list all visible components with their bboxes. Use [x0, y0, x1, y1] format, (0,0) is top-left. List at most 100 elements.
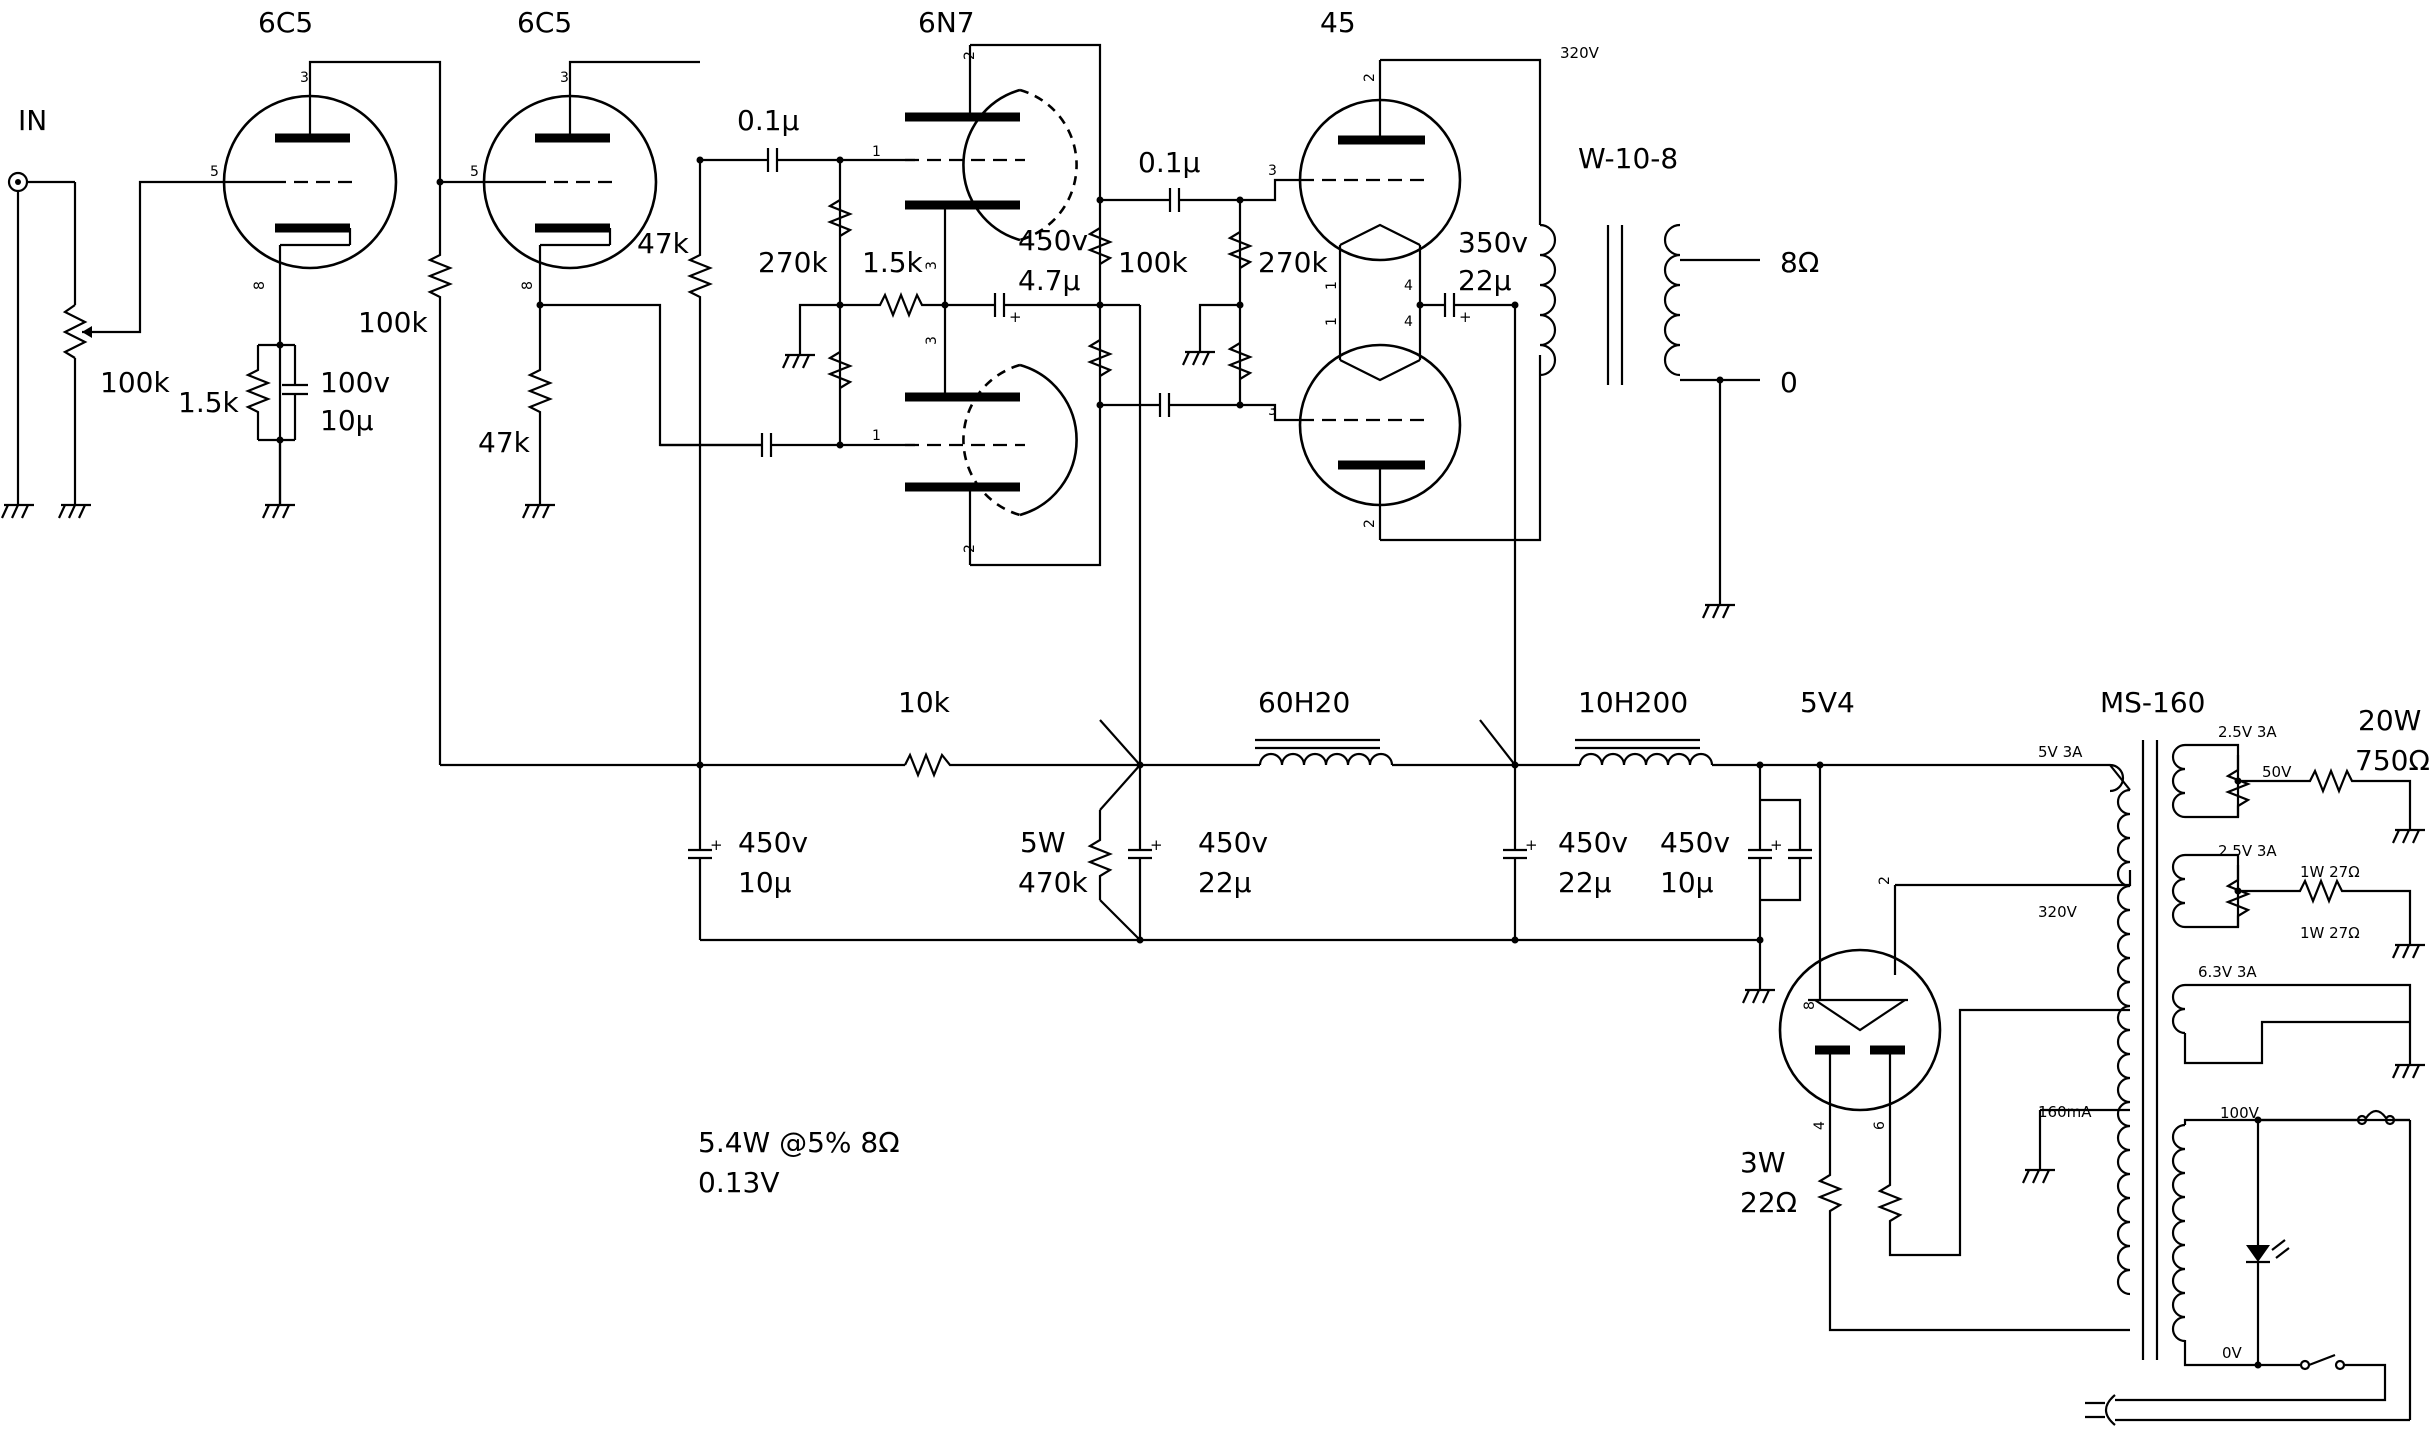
label-t0v: 0V [2222, 1344, 2243, 1362]
label-t50v: 50V [2262, 763, 2292, 781]
label-w20: 20W [2358, 704, 2421, 737]
ground-symbol-5 [782, 353, 815, 369]
label-in: IN [18, 104, 47, 137]
label-t27b: 1W 27Ω [2300, 924, 2360, 942]
v2-cathode-resistor [527, 245, 553, 505]
tube-v1-6c5 [222, 94, 398, 270]
label-rect: 5V4 [1800, 686, 1855, 719]
pin-label: 3 [560, 70, 569, 86]
pin-label: 3 [924, 336, 940, 345]
label-ohm8: 8Ω [1780, 246, 1819, 279]
label-ck3a: 450v [1018, 224, 1088, 257]
label-r750: 750Ω [2355, 744, 2430, 777]
dropping-resistor-10k [904, 752, 1140, 778]
pin-label: 3 [924, 261, 940, 270]
input-jack [7, 171, 75, 505]
heater-pot-1 [2225, 755, 2251, 817]
label-rdrop: 10k [898, 686, 951, 719]
label-rk3: 1.5k [862, 246, 924, 279]
label-b320: 320V [1560, 44, 1600, 62]
pin-label: 3 [300, 70, 309, 86]
fuse [2356, 1109, 2410, 1126]
pin-label: 2 [962, 51, 978, 60]
label-rg2: 100k [358, 306, 428, 339]
choke-60h20 [1255, 738, 1394, 766]
ground-symbol-1 [1, 503, 34, 519]
choke-10h200 [1575, 738, 1714, 766]
label-rlim2: 22Ω [1740, 1186, 1797, 1219]
svg-text:+: + [710, 836, 723, 854]
tube-v3-6n7-lower [905, 363, 1078, 565]
v2-grid-resistor [427, 182, 453, 765]
pin-labels: 3 5 8 3 5 8 2 1 3 3 1 2 2 3 1 4 1 4 3 2 … [210, 51, 1893, 1130]
pin-label: 3 [1268, 163, 1277, 179]
filter-cap-2: + [1128, 765, 1163, 940]
coupling-cap-4 [1158, 393, 1240, 417]
label-t63: 6.3V 3A [2198, 963, 2257, 981]
label-c3a: 450v [1558, 826, 1628, 859]
v4-grid-resistors [1227, 231, 1253, 380]
output-transformer [1538, 223, 1760, 385]
pin-label: 8 [1802, 1001, 1818, 1010]
power-plug [2085, 1394, 2116, 1426]
ground-symbol-11 [2392, 943, 2425, 959]
tube-v3-6n7-upper [905, 45, 1078, 242]
pin-label: 4 [1812, 1121, 1828, 1130]
ground-symbol-12 [2392, 1063, 2425, 1079]
label-rbv: 470k [1018, 866, 1088, 899]
ground-symbol-2 [58, 503, 91, 519]
volume-pot [62, 180, 235, 505]
pin-label: 2 [1877, 876, 1893, 885]
label-ch2: 10H200 [1578, 686, 1688, 719]
label-ck3b: 4.7μ [1018, 264, 1081, 297]
ground-symbol-7 [1702, 603, 1735, 619]
ground-symbol-3 [262, 503, 295, 519]
tube-v4-45-lower [1298, 343, 1462, 540]
label-v1: 6C5 [258, 6, 313, 39]
label-rl3: 100k [1118, 246, 1188, 279]
svg-text:+: + [1525, 836, 1538, 854]
label-c2b: 22μ [1198, 866, 1252, 899]
label-c3b: 22μ [1558, 866, 1612, 899]
label-rl2: 47k [637, 227, 690, 260]
label-cc1: 0.1μ [737, 104, 800, 137]
pin-label: 1 [872, 428, 881, 444]
label-ck1b: 10μ [320, 404, 374, 437]
v2-plate-resistor [687, 160, 713, 765]
power-switch [2299, 1353, 2346, 1371]
label-ck4b: 22μ [1458, 264, 1512, 297]
label-c1a: 450v [738, 826, 808, 859]
svg-text:+: + [1459, 308, 1472, 326]
pin-label: 1 [872, 144, 881, 160]
v1-cathode-capacitor [282, 345, 308, 440]
label-t100: 100V [2220, 1104, 2260, 1122]
v1-plate-wire [308, 60, 442, 182]
tube-v4-45-upper [1298, 60, 1462, 262]
pin-label: 1 [1324, 281, 1340, 290]
rectifier-resistors [1817, 1008, 2130, 1332]
label-c4a: 450v [1660, 826, 1730, 859]
label-t25a: 2.5V 3A [2218, 723, 2277, 741]
tube-5v4-rectifier [1778, 765, 1942, 1160]
ground-symbol-10 [2392, 828, 2425, 844]
label-c1b: 10μ [738, 866, 792, 899]
label-v2: 6C5 [517, 6, 572, 39]
label-ck4a: 350v [1458, 226, 1528, 259]
filter-cap-1: + [688, 765, 723, 940]
label-rk1: 1.5k [178, 386, 240, 419]
bleeder-470k [1087, 764, 1141, 941]
pin-label: 8 [252, 281, 268, 290]
coupling-cap-1 [760, 148, 915, 172]
pin-label: 4 [1404, 278, 1413, 294]
label-t5v: 5V 3A [2038, 743, 2083, 761]
label-pot: 100k [100, 366, 170, 399]
label-rlim1: 3W [1740, 1146, 1786, 1179]
label-ch1: 60H20 [1258, 686, 1350, 719]
svg-text:+: + [1150, 836, 1163, 854]
pin-label: 6 [1872, 1121, 1888, 1130]
pin-label: 8 [520, 281, 536, 290]
pin-label: 4 [1404, 314, 1413, 330]
ground-symbol-6 [1182, 350, 1215, 366]
label-ot: W-10-8 [1578, 142, 1678, 175]
